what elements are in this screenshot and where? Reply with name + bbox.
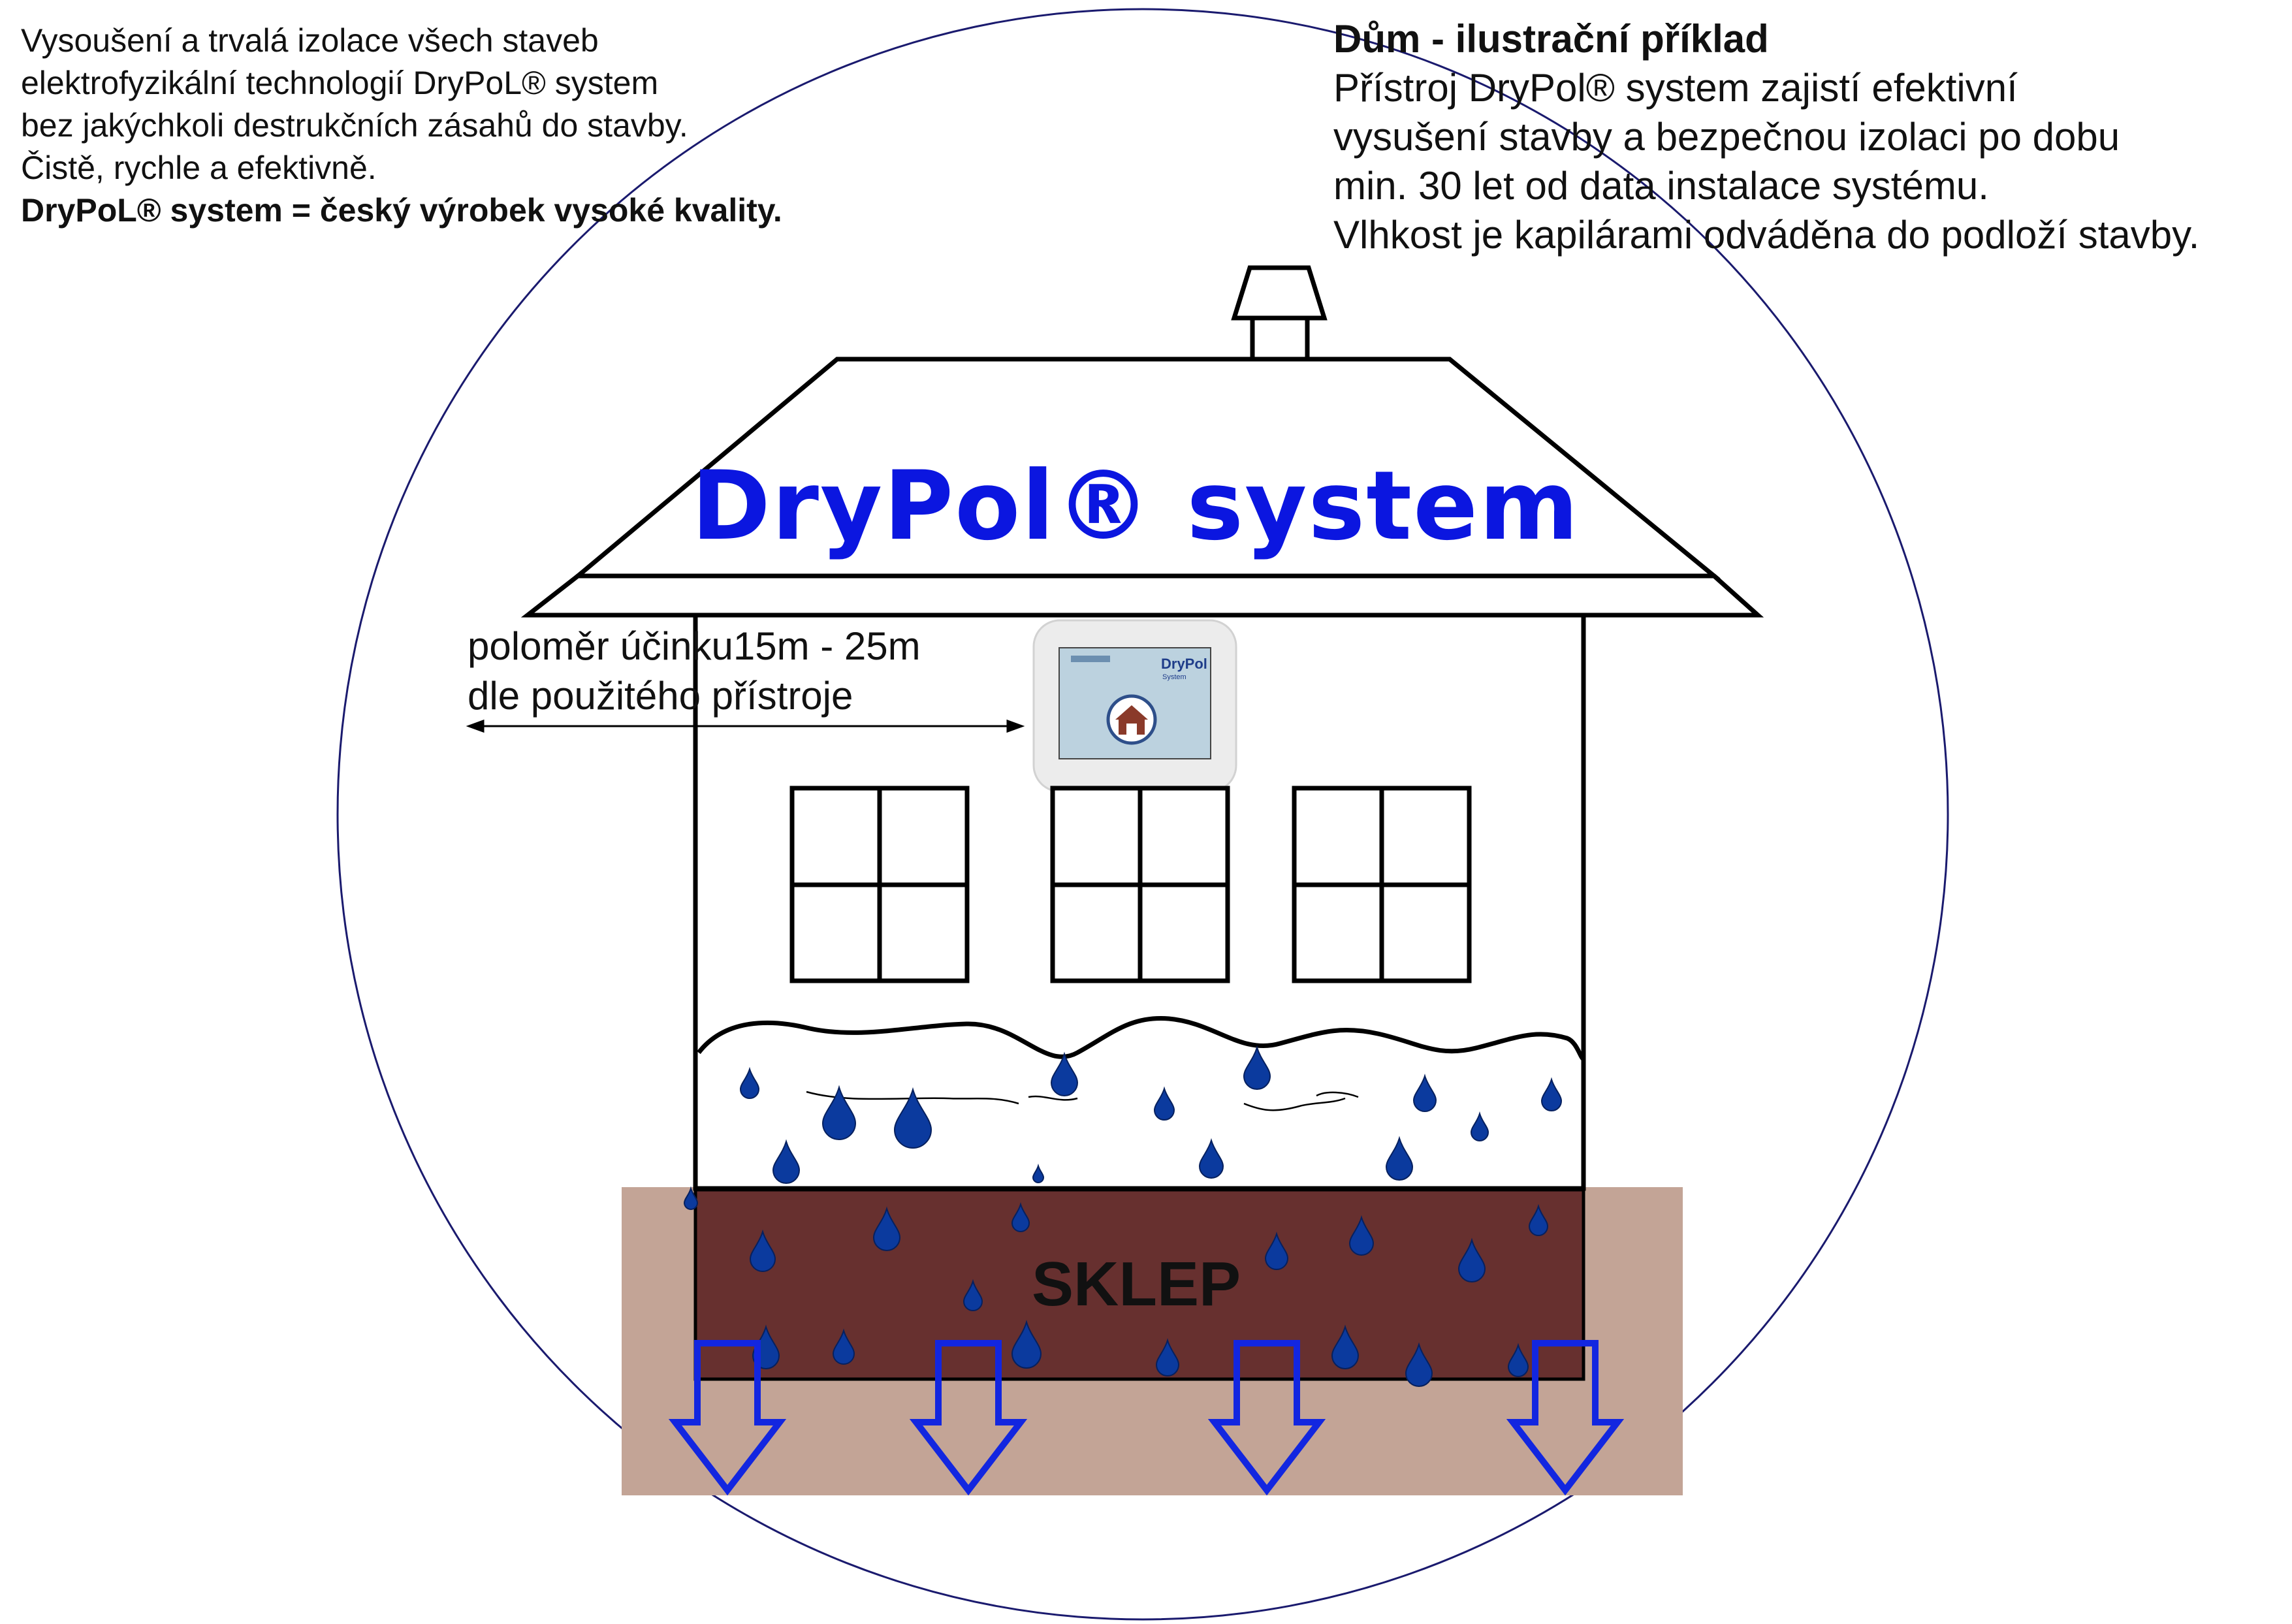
window-middle <box>1050 786 1230 983</box>
drain-arrow-4 <box>1506 1340 1625 1496</box>
example-line-3: min. 30 let od data instalace systému. <box>1333 164 1989 208</box>
water-drop <box>1412 1074 1437 1112</box>
water-drop <box>1153 1086 1175 1121</box>
water-drop <box>1011 1202 1030 1232</box>
intro-line-5: DryPoL® system = český výrobek vysoké kv… <box>21 192 782 229</box>
water-drop <box>893 1087 932 1149</box>
water-drop <box>1457 1237 1486 1282</box>
water-drops <box>683 1045 1563 1387</box>
brand-title-text: DryPol® system <box>691 451 1580 562</box>
water-drop <box>1243 1045 1271 1090</box>
water-drop <box>1050 1051 1079 1096</box>
intro-text: Vysoušení a trvalá izolace všech staveb … <box>21 20 782 232</box>
drain-arrow-3 <box>1207 1340 1326 1496</box>
basement-label: SKLEP <box>1032 1249 1241 1319</box>
drain-arrow-2 <box>909 1340 1028 1496</box>
intro-line-1: Vysoušení a trvalá izolace všech staveb <box>21 22 599 59</box>
device-title: DryPol <box>1161 656 1207 672</box>
water-drop <box>1198 1138 1224 1179</box>
device-subtitle: System <box>1162 673 1186 681</box>
water-drop <box>1155 1338 1180 1377</box>
water-drop <box>1540 1077 1563 1111</box>
water-drop <box>821 1085 857 1140</box>
radius-label: poloměr účinku15m - 25m dle použitého př… <box>468 622 921 721</box>
water-drop <box>832 1328 855 1365</box>
window-right <box>1292 786 1472 983</box>
water-drop <box>739 1066 760 1099</box>
window-left <box>789 786 970 983</box>
water-drop <box>1385 1136 1414 1181</box>
water-drop <box>1470 1111 1489 1141</box>
example-line-4: Vlhkost je kapilárami odváděna do podlož… <box>1333 213 2200 257</box>
brand-title: DryPol® system <box>0 451 2292 562</box>
water-drop <box>963 1279 983 1311</box>
radius-arrow <box>466 719 1025 733</box>
water-drop <box>749 1229 776 1272</box>
effect-radius-circle <box>336 8 1949 1621</box>
water-drop <box>1011 1320 1042 1369</box>
drain-arrow-1 <box>668 1340 787 1496</box>
intro-line-3: bez jakýchkoli destrukčních zásahů do st… <box>21 107 688 144</box>
example-line-2: vysušení stavby a bezpečnou izolaci po d… <box>1333 115 2120 159</box>
example-title: Dům - ilustrační příklad <box>1333 17 1769 61</box>
chimney <box>1231 265 1328 362</box>
water-drop <box>1507 1343 1529 1377</box>
water-drop <box>683 1186 699 1210</box>
water-drop <box>872 1206 901 1251</box>
water-drop <box>1264 1232 1289 1270</box>
water-drop <box>1032 1163 1045 1183</box>
roof <box>520 357 1764 618</box>
radius-line-1: poloměr účinku15m - 25m <box>468 624 921 668</box>
water-drop <box>1405 1342 1433 1387</box>
water-drop <box>1331 1324 1360 1369</box>
water-drop <box>772 1139 801 1184</box>
moisture-line <box>697 1015 1585 1062</box>
example-line-1: Přístroj DryPol® system zajistí efektivn… <box>1333 66 2018 110</box>
water-drop <box>1528 1203 1549 1236</box>
intro-line-4: Čistě, rychle a efektivně. <box>21 150 377 186</box>
water-drop <box>1348 1215 1375 1256</box>
drypol-device: DryPol System <box>1032 619 1237 793</box>
radius-line-2: dle použitého přístroje <box>468 674 853 718</box>
intro-line-2: elektrofyzikální technologií DryPoL® sys… <box>21 65 659 101</box>
example-text: Dům - ilustrační příklad Přístroj DryPol… <box>1333 14 2199 259</box>
